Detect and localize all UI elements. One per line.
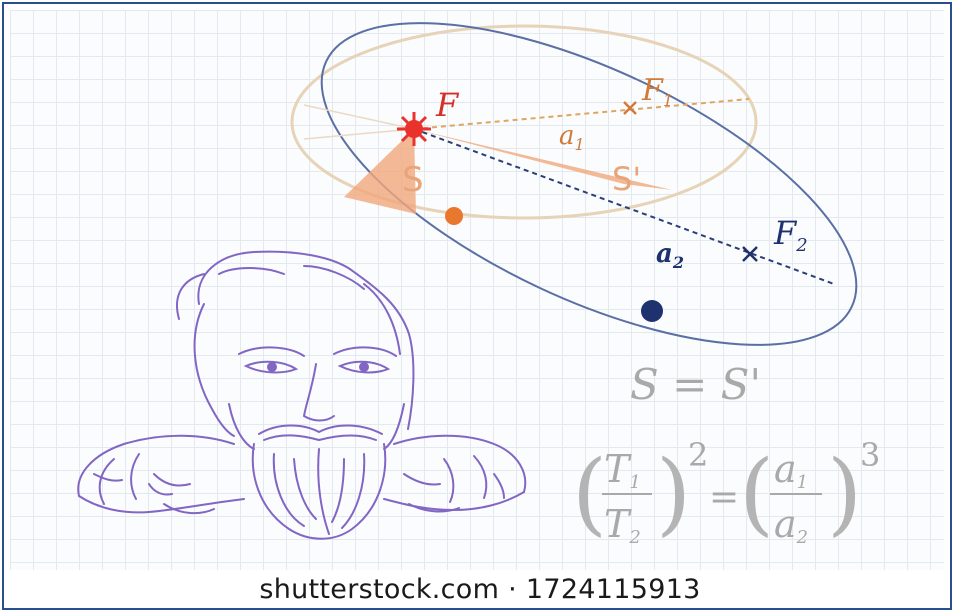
svg-text:T2: T2 (604, 502, 641, 548)
major-axis-orbit-1 (413, 98, 750, 130)
focus-F1-marker (623, 101, 637, 115)
swept-area-S-prime (414, 129, 672, 190)
label-focus-F1: F1 (641, 73, 673, 110)
svg-text:(: ( (572, 441, 607, 546)
radius-line-faint (303, 104, 415, 130)
swept-area-S (344, 129, 416, 214)
label-area-S-prime: S' (612, 160, 641, 198)
orbit-planet-1 (290, 24, 758, 220)
label-semi-axis-a2: a2 (656, 239, 684, 272)
svg-text:2: 2 (688, 436, 708, 474)
orbit-planet-2 (320, 22, 858, 346)
svg-text:(: ( (739, 441, 774, 546)
planet-1 (445, 207, 463, 225)
label-semi-axis-a1: a1 (559, 121, 585, 154)
focus-F2-marker (742, 246, 758, 262)
equation-area-law: S = S' (630, 360, 761, 409)
equation-period-law: ( T1 T2 ) 2 = ( a1 a2 ) 3 (572, 436, 880, 548)
graph-paper-background (10, 10, 944, 570)
watermark-text: shutterstock.com · 1724115913 (4, 570, 950, 608)
svg-text:a1: a1 (774, 447, 808, 493)
svg-text:T1: T1 (604, 447, 641, 493)
label-focus-F: F (435, 86, 460, 124)
kepler-laws-illustration: F F1 a1 S S' a2 F2 S = S' ( T1 T2 ) 2 = … (77, 22, 880, 548)
sun-icon (397, 112, 431, 146)
radius-line-faint-2 (303, 128, 415, 140)
svg-text:=: = (709, 477, 739, 518)
svg-text:3: 3 (860, 436, 880, 474)
svg-text:a2: a2 (774, 502, 808, 548)
kepler-portrait-sketch (77, 250, 527, 540)
label-focus-F2: F2 (773, 214, 808, 256)
planet-2 (641, 300, 663, 322)
svg-text:): ) (827, 441, 862, 546)
svg-text:): ) (656, 441, 691, 546)
label-area-S: S (402, 160, 424, 200)
major-axis-orbit-2 (413, 128, 835, 285)
